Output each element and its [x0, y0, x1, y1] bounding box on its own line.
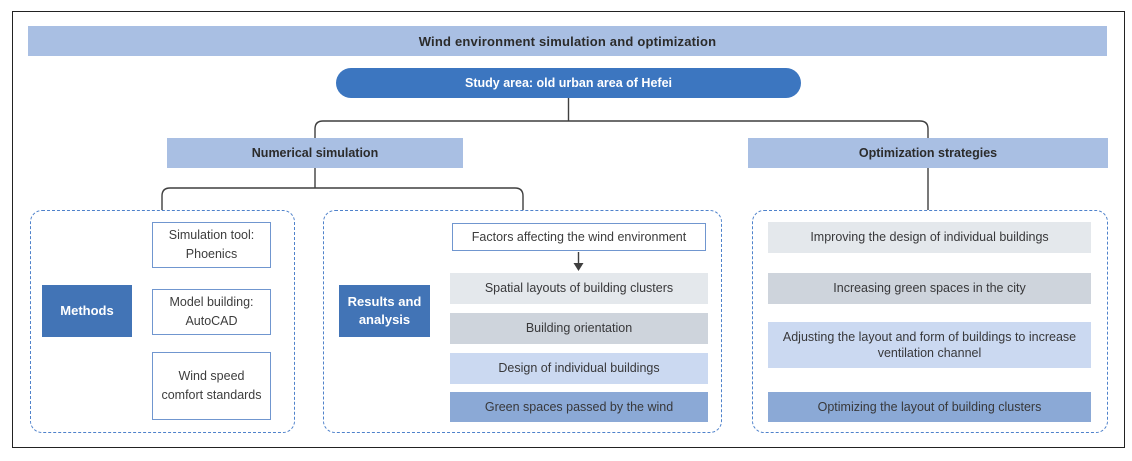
factor-spatial-layouts: Spatial layouts of building clusters — [450, 273, 708, 304]
strategies-panel — [752, 210, 1108, 433]
diagram-title: Wind environment simulation and optimiza… — [28, 26, 1107, 56]
factors-arrowhead-icon — [573, 263, 584, 271]
strategy-adjust-layout: Adjusting the layout and form of buildin… — [768, 322, 1091, 368]
methods-label: Methods — [42, 285, 132, 337]
top-bracket-line — [314, 120, 929, 210]
strategy-green-spaces: Increasing green spaces in the city — [768, 273, 1091, 304]
factors-header-node: Factors affecting the wind environment — [452, 223, 706, 251]
outer-border — [12, 11, 1125, 448]
results-label: Results and analysis — [339, 285, 430, 337]
methods-item-model-building: Model building: AutoCAD — [152, 289, 271, 335]
results-panel — [323, 210, 722, 433]
sub-bracket-line — [161, 187, 524, 210]
branch-numerical-simulation: Numerical simulation — [167, 138, 463, 168]
factor-green-spaces: Green spaces passed by the wind — [450, 392, 708, 422]
branch-optimization-strategies: Optimization strategies — [748, 138, 1108, 168]
study-area-node: Study area: old urban area of Hefei — [336, 68, 801, 98]
strategy-optimize-clusters: Optimizing the layout of building cluste… — [768, 392, 1091, 422]
strategy-improving-design: Improving the design of individual build… — [768, 222, 1091, 253]
factor-individual-buildings: Design of individual buildings — [450, 353, 708, 384]
methods-panel — [30, 210, 295, 433]
methods-item-wind-speed-standards: Wind speed comfort standards — [152, 352, 271, 420]
methods-item-simulation-tool: Simulation tool: Phoenics — [152, 222, 271, 268]
factor-building-orientation: Building orientation — [450, 313, 708, 344]
